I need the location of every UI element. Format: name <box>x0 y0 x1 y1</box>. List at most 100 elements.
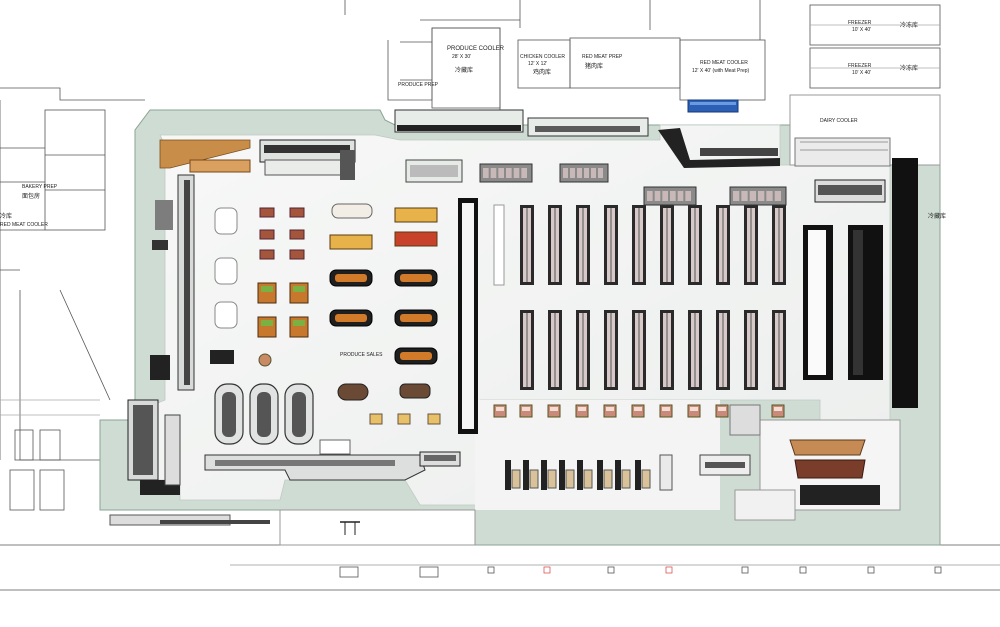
island-case-bin <box>654 191 661 201</box>
checkout-bagging <box>547 469 557 489</box>
label-chicken-cooler-size: 12' X 12' <box>528 61 547 67</box>
checkout-bagging <box>565 469 575 489</box>
island-case-bin <box>766 191 773 201</box>
produce-bin <box>289 207 305 218</box>
island-case-bin <box>662 191 668 201</box>
label-chicken-cooler-cn: 鸡肉库 <box>533 68 551 76</box>
top-island-cases <box>479 163 787 206</box>
checkout-bagging <box>511 469 521 489</box>
service-desk <box>659 454 673 491</box>
island-case-bin <box>521 168 527 178</box>
produce-white-table <box>214 207 238 235</box>
label-produce-sales: PRODUCE SALES <box>340 352 383 358</box>
produce-tables <box>189 159 438 365</box>
label-freezer-1: FREEZER <box>848 20 872 26</box>
island-case-bin <box>685 191 691 201</box>
island-case-bin <box>598 168 603 178</box>
label-freezer-1-size: 10' X 40' <box>852 27 871 33</box>
produce-wall-top <box>259 139 463 183</box>
endcap-block-top <box>606 407 614 411</box>
island-case-bin <box>584 168 589 178</box>
produce-white-table <box>214 301 238 329</box>
endcap-block-top <box>662 407 670 411</box>
top-coolers <box>394 99 739 137</box>
right-angled-cooler <box>658 128 780 168</box>
produce-island-display <box>400 274 432 282</box>
label-chicken-cooler: CHICKEN COOLER <box>520 54 565 60</box>
label-red-meat-cooler-left-cn: 冷库 <box>0 212 12 220</box>
island-case-bin <box>670 191 676 201</box>
produce-display <box>329 234 373 250</box>
label-bakery-prep-cn: 面包房 <box>22 192 40 200</box>
label-produce-prep: PRODUCE PREP <box>398 82 439 88</box>
grocery-aisles <box>493 204 786 390</box>
right-long-cases <box>803 225 883 380</box>
label-produce-cooler: PRODUCE COOLER <box>447 46 505 52</box>
checkout-counter <box>523 460 529 490</box>
produce-island-display <box>335 274 367 282</box>
produce-bin <box>259 249 275 260</box>
produce-bin <box>289 249 305 260</box>
produce-crate-greens <box>293 286 305 292</box>
island-case-bin <box>749 191 756 201</box>
checkout-counter <box>505 460 511 490</box>
checkout-counter <box>615 460 621 490</box>
produce-entry-table <box>189 159 251 173</box>
produce-display <box>394 231 438 247</box>
endcap-block-top <box>634 407 642 411</box>
checkout-bagging <box>621 469 631 489</box>
island-case-bin <box>483 168 489 178</box>
label-dairy-cooler: DAIRY COOLER <box>820 118 858 124</box>
produce-island-display <box>400 352 432 360</box>
bottom-right-area <box>699 404 901 521</box>
produce-crate-greens <box>261 286 273 292</box>
island-case-bin <box>513 168 520 178</box>
checkout-counter <box>541 460 547 490</box>
island-case-bin <box>570 168 575 178</box>
produce-bin <box>259 229 275 240</box>
endcap-block-top <box>774 407 782 411</box>
endcap-row <box>493 404 785 418</box>
checkout-bagging <box>529 469 539 489</box>
cad-linework <box>0 0 1000 591</box>
label-freezer-2-size: 10' X 40' <box>852 70 871 76</box>
entrance-vestibule <box>109 509 476 546</box>
produce-crate-greens <box>293 320 305 326</box>
label-produce-cooler-cn: 冷藏库 <box>455 66 473 74</box>
produce-island-display <box>400 314 432 322</box>
endcap-block-top <box>718 407 726 411</box>
island-case-bin <box>577 168 582 178</box>
label-produce-cooler-size: 28' X 30' <box>452 54 471 60</box>
plan-labels: PRODUCE COOLER 28' X 30' 冷藏库 PRODUCE PRE… <box>0 20 946 358</box>
label-red-meat-cooler-top-size: 12' X 40' (with Meat Prep) <box>692 68 750 74</box>
island-case-bin <box>741 191 748 201</box>
label-freezer-2: FREEZER <box>848 63 872 69</box>
endcap-block-top <box>496 407 504 411</box>
checkout-counter <box>559 460 565 490</box>
checkout-bagging <box>641 469 651 489</box>
island-case-bin <box>591 168 596 178</box>
endcap-block-top <box>690 407 698 411</box>
label-red-meat-prep-cn: 猪肉库 <box>585 62 603 70</box>
produce-white-table <box>214 257 238 285</box>
service-deli-cases <box>204 350 461 481</box>
label-red-meat-prep: RED MEAT PREP <box>582 54 623 60</box>
label-side-cn: 冷藏库 <box>928 212 946 220</box>
island-case-bin <box>733 191 740 201</box>
endcap-block-top <box>522 407 530 411</box>
produce-bin <box>259 207 275 218</box>
checkout-bagging <box>603 469 613 489</box>
produce-bin <box>289 229 305 240</box>
left-wall-displays <box>127 139 251 495</box>
endcap-block-top <box>550 407 558 411</box>
label-freezer-1-cn: 冷冻库 <box>900 21 918 29</box>
label-red-meat-cooler-top: RED MEAT COOLER <box>700 60 748 66</box>
produce-round-table <box>331 203 373 219</box>
aisle-end <box>493 204 505 286</box>
produce-display <box>394 207 438 223</box>
checkout-counter <box>577 460 583 490</box>
checkout-counter <box>597 460 603 490</box>
produce-island-display <box>335 314 367 322</box>
island-case-bin <box>506 168 512 178</box>
